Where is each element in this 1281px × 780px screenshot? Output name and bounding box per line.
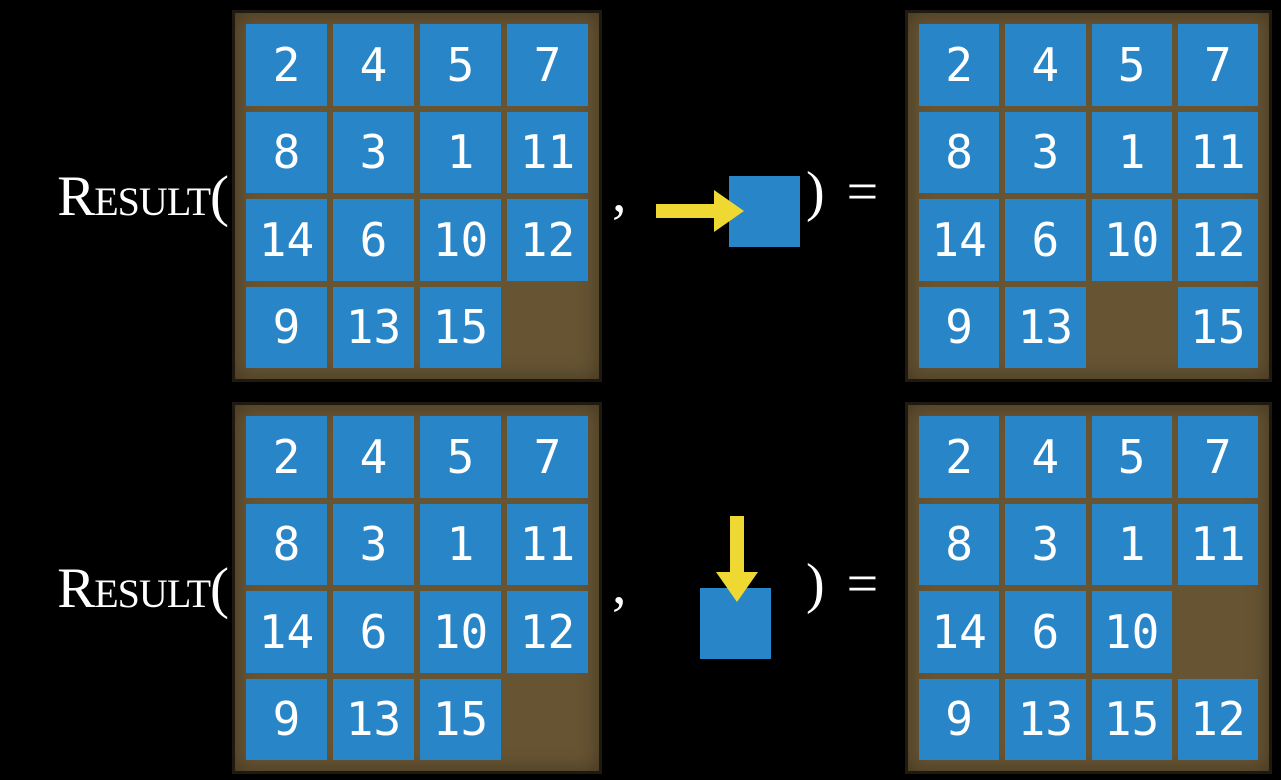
tile-7: 7	[507, 416, 588, 498]
tile-4: 4	[1005, 24, 1086, 106]
tile-3: 3	[333, 111, 414, 193]
tile-14: 14	[246, 591, 327, 673]
blank-cell	[1178, 591, 1258, 673]
function-label: Result(	[57, 556, 229, 620]
tile-14: 14	[919, 591, 1000, 673]
tile-13: 13	[1005, 678, 1086, 760]
tile-9: 9	[919, 286, 1000, 368]
tile-13: 13	[333, 286, 414, 368]
tile-7: 7	[1177, 416, 1258, 498]
tile-6: 6	[333, 591, 414, 673]
right-arrow-icon	[656, 190, 744, 232]
tile-1: 1	[1091, 111, 1172, 193]
tile-6: 6	[1005, 591, 1086, 673]
tile-15: 15	[1091, 678, 1172, 760]
tile-6: 6	[1005, 199, 1086, 281]
tile-9: 9	[919, 678, 1000, 760]
tile-2: 2	[919, 416, 1000, 498]
tile-11: 11	[507, 503, 588, 585]
tile-8: 8	[246, 503, 327, 585]
blank-cell	[1092, 287, 1172, 369]
blank-cell	[507, 679, 588, 761]
tile-10: 10	[420, 591, 501, 673]
function-label: Result(	[57, 164, 229, 228]
tile-11: 11	[507, 111, 588, 193]
tile-1: 1	[420, 503, 501, 585]
tile-5: 5	[1091, 416, 1172, 498]
tile-11: 11	[1177, 503, 1258, 585]
comma-separator: ,	[612, 551, 627, 616]
tile-9: 9	[246, 286, 327, 368]
tile-5: 5	[420, 416, 501, 498]
tile-10: 10	[420, 199, 501, 281]
tile-7: 7	[1177, 24, 1258, 106]
tile-14: 14	[919, 199, 1000, 281]
tile-15: 15	[420, 286, 501, 368]
tile-12: 12	[1177, 199, 1258, 281]
tile-10: 10	[1091, 591, 1172, 673]
tile-4: 4	[1005, 416, 1086, 498]
tile-3: 3	[1005, 503, 1086, 585]
tile-8: 8	[919, 111, 1000, 193]
tile-11: 11	[1177, 111, 1258, 193]
tile-4: 4	[333, 24, 414, 106]
tile-13: 13	[1005, 286, 1086, 368]
tile-15: 15	[1177, 286, 1258, 368]
tile-8: 8	[919, 503, 1000, 585]
close-paren-equals: ) =	[806, 161, 883, 223]
tile-10: 10	[1091, 199, 1172, 281]
tile-2: 2	[919, 24, 1000, 106]
tile-12: 12	[507, 199, 588, 281]
tile-12: 12	[507, 591, 588, 673]
tile-4: 4	[333, 416, 414, 498]
tile-8: 8	[246, 111, 327, 193]
down-arrow-icon	[716, 516, 758, 602]
tile-12: 12	[1177, 678, 1258, 760]
tile-5: 5	[420, 24, 501, 106]
tile-3: 3	[1005, 111, 1086, 193]
tile-1: 1	[420, 111, 501, 193]
close-paren-equals: ) =	[806, 553, 883, 615]
tile-6: 6	[333, 199, 414, 281]
blank-cell	[507, 287, 588, 369]
tile-13: 13	[333, 678, 414, 760]
tile-7: 7	[507, 24, 588, 106]
comma-separator: ,	[612, 159, 627, 224]
tile-14: 14	[246, 199, 327, 281]
tile-5: 5	[1091, 24, 1172, 106]
tile-2: 2	[246, 416, 327, 498]
tile-15: 15	[420, 678, 501, 760]
tile-1: 1	[1091, 503, 1172, 585]
tile-2: 2	[246, 24, 327, 106]
tile-9: 9	[246, 678, 327, 760]
tile-3: 3	[333, 503, 414, 585]
